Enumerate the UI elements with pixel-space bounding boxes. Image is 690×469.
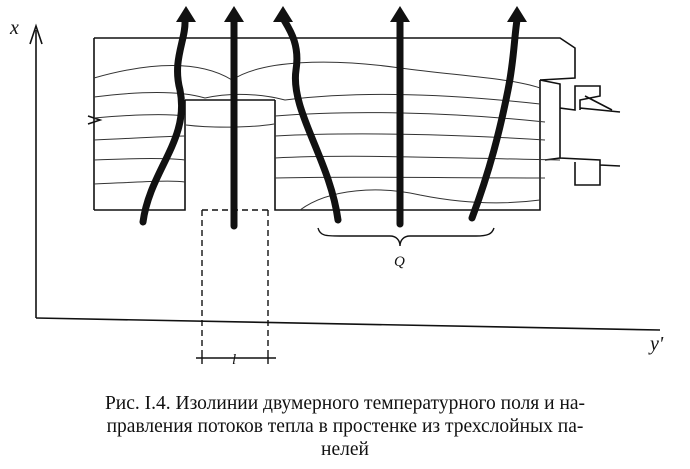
joint-detail [539,79,621,186]
isotherm-4 [93,133,546,141]
x-axis-label: x [9,17,19,39]
arrow-icon [390,6,410,22]
isotherm-1 [93,61,541,89]
arrow-icon [224,6,244,22]
caption-line-2: правления потоков тепла в простенке из т… [106,416,584,437]
flow-brace [317,227,495,247]
arrow-icon [507,6,527,22]
isotherm-5 [93,155,561,161]
width-dimension [196,350,276,364]
wall-panel [87,37,621,211]
arrow-icon [176,6,196,22]
heat-flow-lines [139,16,521,230]
x-axis-arrow-icon [29,23,43,45]
caption-line-1: Рис. I.4. Изолинии двумерного температур… [104,393,586,414]
arrow-icon [273,6,293,22]
isotherm-8 [185,123,275,128]
dashed-zone [201,209,269,350]
flow-label: Q [394,254,405,270]
flow-line-5 [468,16,521,222]
isotherm-6 [93,176,546,185]
axes [29,23,661,331]
figure-caption: Рис. I.4. Изолинии двумерного температур… [20,392,670,461]
junction-zone [201,209,269,350]
flow-arrowheads [176,6,527,22]
panel-bottom-left [94,100,186,211]
isotherm-2 [93,92,541,105]
width-label: l [232,352,236,368]
caption-line-3: нелей [321,439,369,460]
flow-line-1 [139,16,189,226]
y-axis-line [35,317,661,331]
flow-line-3 [280,16,342,224]
isotherm-3 [93,112,546,123]
joint-diagonal [584,95,613,111]
panel-bottom-right [274,80,541,211]
left-notch [87,115,103,125]
heat-flow-diagram: x y' [9,6,664,368]
panel-top-edge [94,37,576,81]
isotherms [93,61,561,211]
brace-icon [317,227,495,247]
y-axis-label: y' [648,333,664,355]
